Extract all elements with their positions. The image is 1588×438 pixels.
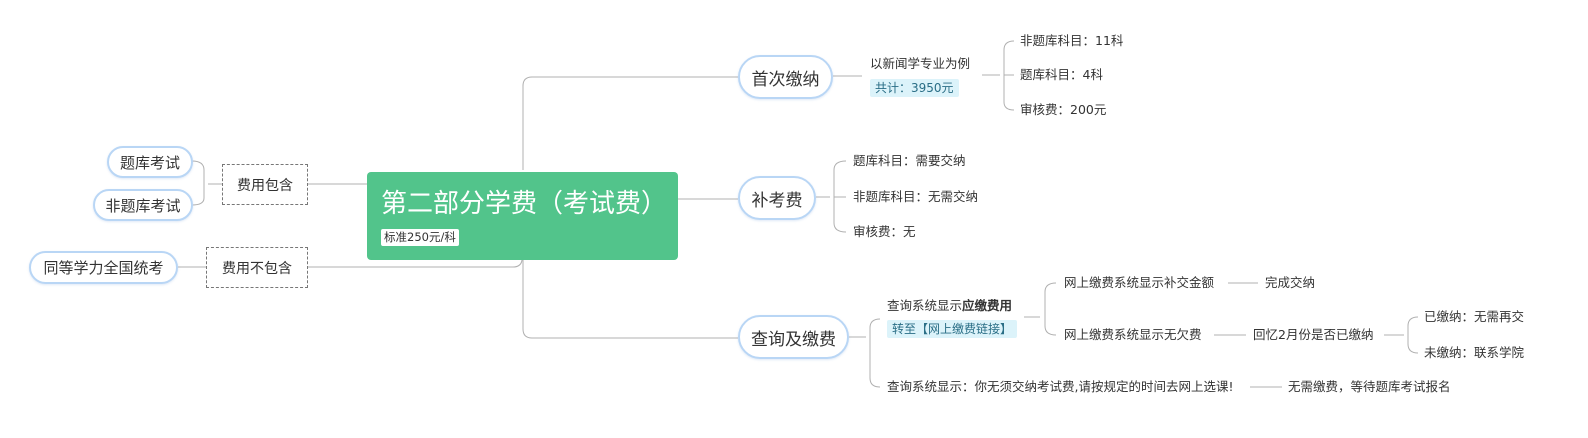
first-example-text: 以新闻学专业为例 <box>870 56 971 71</box>
included-item-bank-exam[interactable]: 题库考试 <box>107 146 193 178</box>
link-first-bracket <box>1003 40 1015 111</box>
payment-link-tag[interactable]: 转至【网上缴费链接】 <box>887 320 1018 338</box>
query-pay-node[interactable]: 查询及缴费 <box>738 315 849 359</box>
branch-due-text: 网上缴费系统显示补交金额 <box>1064 275 1215 290</box>
first-item-review: 审核费：200元 <box>1020 102 1107 117</box>
link-query-bracket <box>869 318 881 388</box>
included-node[interactable]: 费用包含 <box>222 164 308 205</box>
link-included-items <box>191 160 205 206</box>
recall-text: 回忆2月份是否已缴纳 <box>1253 327 1374 342</box>
central-title: 第二部分学费（考试费） <box>381 189 668 219</box>
branch-due-result: 完成交纳 <box>1265 275 1316 290</box>
link-recall-bracket <box>1407 316 1419 354</box>
link-due-bracket <box>1044 282 1057 336</box>
no-fee-query-text: 查询系统显示：你无须交纳考试费,请按规定的时间去网上选课! <box>887 379 1234 394</box>
paid-text: 已缴纳：无需再交 <box>1424 309 1525 324</box>
query-due-bold: 应缴费用 <box>962 298 1013 313</box>
link-excluded-central <box>308 259 523 268</box>
makeup-item-nonbank: 非题库科目：无需交纳 <box>853 189 979 204</box>
query-due-prefix: 查询系统显示 <box>887 298 963 313</box>
central-topic[interactable]: 第二部分学费（考试费） 标准250元/科 <box>367 172 678 260</box>
standard-tag: 标准250元/科 <box>381 229 459 246</box>
excluded-item-national-exam[interactable]: 同等学力全国统考 <box>29 251 178 284</box>
link-central-query <box>522 260 738 339</box>
first-payment-node[interactable]: 首次缴纳 <box>738 55 833 99</box>
excluded-node[interactable]: 费用不包含 <box>206 247 308 288</box>
included-item-nonbank-exam[interactable]: 非题库考试 <box>93 189 193 221</box>
makeup-fee-node[interactable]: 补考费 <box>738 176 816 220</box>
link-central-first <box>522 76 738 170</box>
first-item-nonbank: 非题库科目：11科 <box>1020 33 1124 48</box>
first-item-bank: 题库科目：4科 <box>1020 67 1103 82</box>
unpaid-text: 未缴纳：联系学院 <box>1424 345 1525 360</box>
makeup-item-bank: 题库科目：需要交纳 <box>853 153 966 168</box>
first-total-tag: 共计：3950元 <box>870 79 959 97</box>
makeup-item-review: 审核费：无 <box>853 224 916 239</box>
no-fee-result-text: 无需缴费，等待题库考试报名 <box>1288 379 1451 394</box>
query-due-text: 查询系统显示应缴费用 <box>887 298 1012 314</box>
branch-none-text: 网上缴费系统显示无欠费 <box>1064 327 1202 342</box>
